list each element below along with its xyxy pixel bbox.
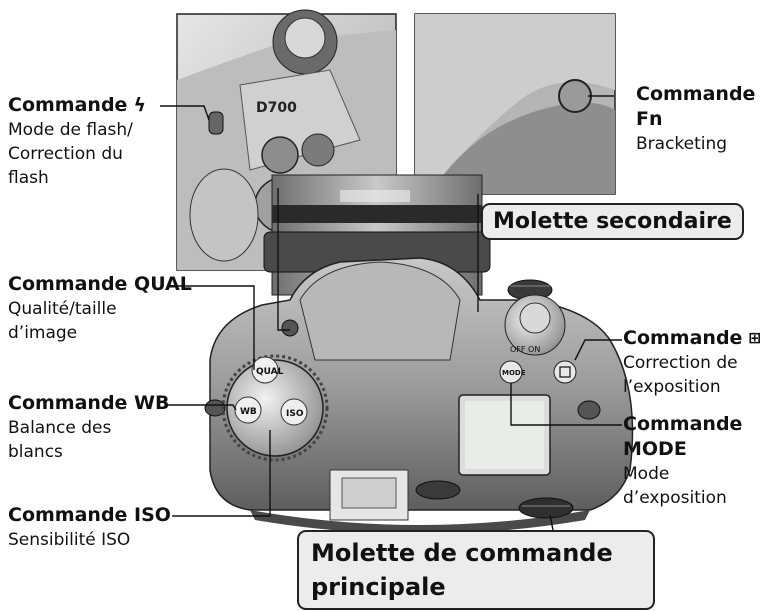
wb-button[interactable]: [234, 396, 262, 424]
fn-button-inset: [558, 79, 592, 113]
leader-lines: [160, 95, 622, 531]
shutter-cluster: OFF ON MODE: [281, 279, 577, 384]
mode-button-text: MODE: [502, 369, 526, 377]
label-iso-button: Commande ISO Sensibilité ISO: [8, 504, 171, 550]
main-command-dial: [518, 497, 574, 519]
release-mode-dial: QUAL WB ISO: [221, 354, 329, 462]
shutter-release-button[interactable]: [519, 302, 551, 334]
inset-flash-closeup: D700: [176, 9, 397, 271]
label-molette-principale: Molette de commande principale: [297, 530, 655, 610]
label-wb-button: Commande WB Balance des blancs: [8, 392, 170, 462]
iso-button-text: ISO: [286, 409, 304, 419]
inset-fn-closeup: [414, 13, 616, 195]
label-qual-button: Commande QUAL Qualité/taille d’image: [8, 273, 192, 343]
label-fn-button: Commande Fn Bracketing: [636, 83, 756, 154]
label-mode-button: Commande MODE Mode d’exposition: [623, 413, 743, 508]
power-switch-text: OFF ON: [510, 345, 540, 354]
iso-button[interactable]: [280, 398, 308, 426]
exposure-comp-button[interactable]: [553, 360, 577, 384]
label-flash-button: Commande ϟ Mode de flash/ Correction du …: [8, 94, 146, 188]
qual-button-text: QUAL: [256, 367, 284, 377]
label-exposure-comp-button: Commande ⊞ Correction de l’exposition: [623, 327, 761, 397]
flash-icon: ϟ: [134, 94, 146, 116]
exposure-comp-icon: ⊞: [749, 327, 761, 349]
camera-model-text: D700: [256, 100, 297, 116]
qual-button[interactable]: [251, 356, 279, 384]
flash-button-inset: [208, 111, 224, 135]
wb-button-text: WB: [240, 407, 257, 417]
label-molette-secondaire: Molette secondaire: [481, 203, 744, 240]
flash-button[interactable]: [281, 319, 299, 337]
